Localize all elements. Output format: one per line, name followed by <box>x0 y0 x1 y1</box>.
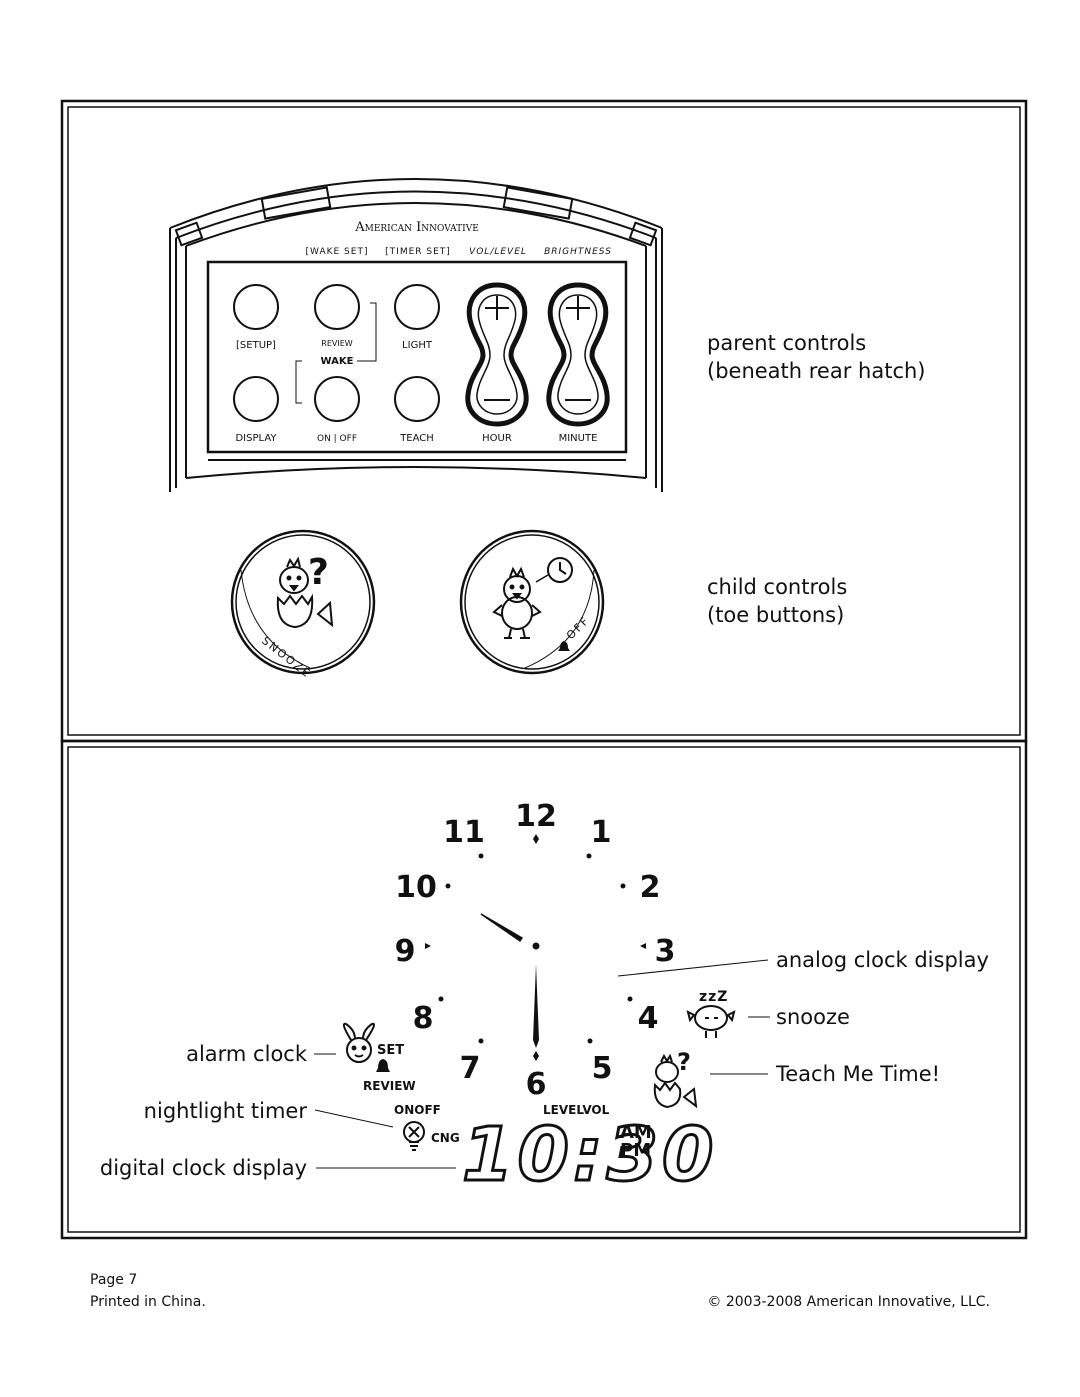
printed-in: Printed in China. <box>90 1294 206 1310</box>
clock-number-6: 6 <box>526 1067 547 1102</box>
teach-button[interactable] <box>394 376 440 422</box>
clock-number-1: 1 <box>591 815 612 850</box>
analog-callout-line <box>617 959 769 977</box>
clock-number-7: 7 <box>460 1051 481 1086</box>
hour-hand <box>480 913 524 943</box>
snooze-toe-button[interactable]: ? SNOOZE <box>230 529 376 681</box>
digital-time-display: 10:30 <box>462 1112 718 1198</box>
hour-rocker-button[interactable] <box>465 282 529 427</box>
label-vol-level: VOL/LEVEL <box>469 247 527 257</box>
child-controls-subcaption: (toe buttons) <box>707 603 844 627</box>
clock-number-2: 2 <box>640 870 661 905</box>
teach-chick-icon <box>653 1053 698 1109</box>
chick-icon <box>492 566 542 639</box>
clock-number-8: 8 <box>413 1001 434 1036</box>
wake-label: WAKE <box>321 356 354 367</box>
parent-controls-subcaption: (beneath rear hatch) <box>707 359 926 383</box>
analog-clock-face: 12 1 2 3 4 5 6 7 8 9 10 11 <box>395 799 676 1102</box>
cng-label: CNG <box>431 1131 460 1145</box>
pm-label: PM <box>620 1140 651 1161</box>
on-off-label: ON | OFF <box>317 434 357 444</box>
onoff-label: ONOFF <box>394 1103 441 1117</box>
setup-button[interactable] <box>233 284 279 330</box>
light-bulb-icon <box>403 1121 425 1151</box>
review-label: REVIEW <box>321 339 353 348</box>
hour-label: HOUR <box>482 433 512 444</box>
set-label: SET <box>377 1043 404 1058</box>
minute-label: MINUTE <box>559 433 598 444</box>
copyright: © 2003-2008 American Innovative, LLC. <box>707 1294 990 1310</box>
bottom-panel-inner-frame <box>67 746 1021 1233</box>
am-label: AM <box>620 1122 652 1143</box>
clock-number-4: 4 <box>638 1001 659 1036</box>
label-timer-set: [TIMER SET] <box>385 247 451 257</box>
clock-number-5: 5 <box>592 1051 613 1086</box>
clock-number-9: 9 <box>395 934 416 969</box>
bottom-panel-outer-frame <box>60 739 1028 1240</box>
question-mark-icon: ? <box>308 552 329 593</box>
hatching-chick-icon <box>276 556 334 629</box>
light-button[interactable] <box>394 284 440 330</box>
analog-display-callout: analog clock display <box>776 948 989 972</box>
alarm-clock-callout: alarm clock <box>186 1042 308 1066</box>
wake-bracket <box>295 302 377 404</box>
digital-clock-callout: digital clock display <box>100 1156 307 1180</box>
clock-number-10: 10 <box>395 870 437 905</box>
display-button[interactable] <box>233 376 279 422</box>
alarm-bell-icon <box>376 1059 390 1072</box>
teach-question-icon: ? <box>677 1048 691 1076</box>
page-number: Page 7 <box>90 1272 138 1288</box>
light-label: LIGHT <box>402 340 433 351</box>
child-controls-caption: child controls <box>707 575 847 599</box>
parent-control-housing <box>169 178 663 492</box>
clock-icon <box>535 557 573 583</box>
bell-icon <box>558 641 570 651</box>
clock-number-3: 3 <box>655 934 676 969</box>
minute-rocker-button[interactable] <box>546 282 610 427</box>
label-wake-set: [WAKE SET] <box>306 247 369 257</box>
bunny-icon <box>342 1022 375 1063</box>
nightlight-callout-line <box>314 1109 394 1128</box>
clock-center <box>532 942 540 950</box>
display-label: DISPLAY <box>235 433 277 444</box>
top-panel-inner-frame <box>67 106 1021 736</box>
minute-hand <box>533 964 539 1048</box>
label-brightness: BRIGHTNESS <box>544 247 612 257</box>
snooze-callout: snooze <box>776 1005 850 1029</box>
levelvol-label: LEVELVOL <box>543 1103 610 1117</box>
teach-label: TEACH <box>399 433 434 444</box>
teach-callout: Teach Me Time! <box>775 1062 940 1086</box>
review-button[interactable] <box>314 284 360 330</box>
brand-name: American Innovative <box>354 220 479 235</box>
off-toe-button[interactable]: OFF <box>459 529 605 675</box>
nightlight-timer-callout: nightlight timer <box>144 1099 308 1123</box>
sheep-icon <box>686 1005 736 1038</box>
review-display-label: REVIEW <box>363 1079 416 1093</box>
clock-number-11: 11 <box>443 815 485 850</box>
parent-controls-caption: parent controls <box>707 331 866 355</box>
hour-tick-marks <box>425 834 646 1061</box>
setup-label: [SETUP] <box>236 340 276 351</box>
clock-number-12: 12 <box>515 799 557 834</box>
on-off-button[interactable] <box>314 376 360 422</box>
zzz-icon: zzZ <box>699 989 728 1005</box>
